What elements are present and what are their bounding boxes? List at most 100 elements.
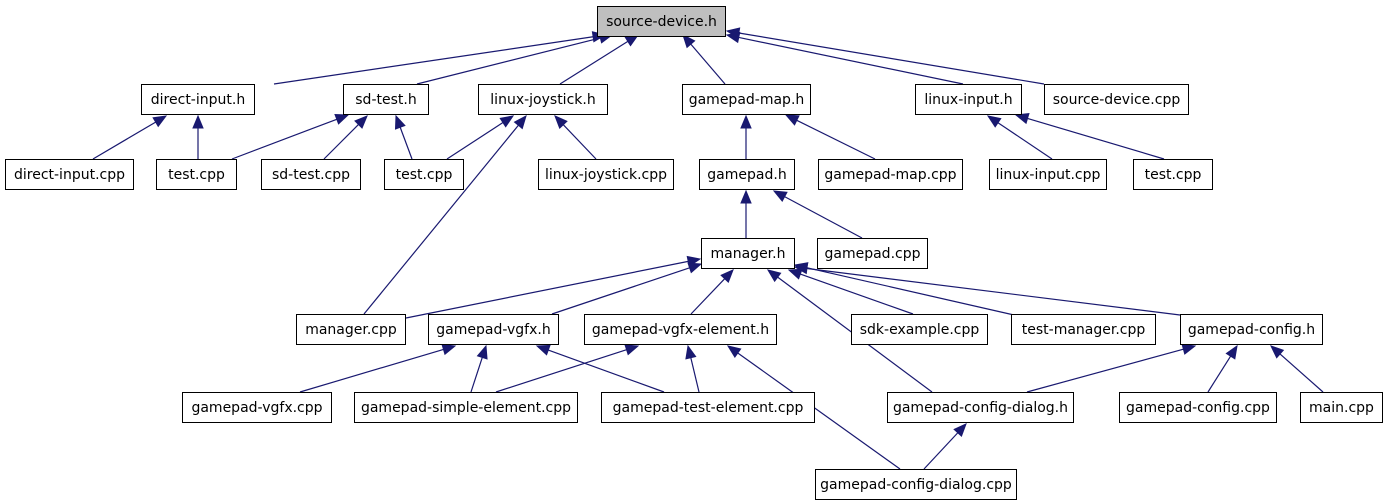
node-direct-input-cpp[interactable]: direct-input.cpp — [5, 159, 134, 190]
node-gamepad-config-dialog-cpp[interactable]: gamepad-config-dialog.cpp — [815, 469, 1017, 500]
edge-arrowhead — [986, 115, 1002, 128]
node-sd-test-cpp[interactable]: sd-test.cpp — [261, 159, 361, 190]
node-test-manager-cpp[interactable]: test-manager.cpp — [1011, 314, 1156, 345]
edge-arrowhead — [1181, 343, 1197, 355]
edge-arrowhead — [1225, 344, 1238, 360]
edge-line — [470, 357, 483, 393]
edge-line — [1207, 355, 1232, 393]
edge-line — [800, 273, 914, 315]
edge-arrowhead — [687, 262, 703, 274]
edge-arrowhead — [535, 344, 551, 356]
node-gamepad-test-element-cpp[interactable]: gamepad-test-element.cpp — [601, 392, 815, 423]
edge-line — [806, 267, 1181, 316]
node-gamepad-vgfx-h[interactable]: gamepad-vgfx.h — [428, 314, 559, 345]
edge-line — [1279, 353, 1324, 393]
edge-gamepad-config-dialog-h-to-gamepad-config-h — [1026, 343, 1197, 393]
edge-main-cpp-to-gamepad-config-h — [1270, 345, 1324, 393]
edge-line — [1027, 117, 1165, 160]
edge-line — [784, 196, 863, 239]
edge-arrowhead — [682, 34, 696, 49]
edge-gamepad-config-dialog-cpp-to-gamepad-vgfx-element-h — [726, 345, 901, 470]
edge-arrowhead — [685, 344, 697, 360]
node-source-device-h[interactable]: source-device.h — [597, 6, 726, 37]
edge-line — [923, 432, 959, 470]
edge-line — [495, 349, 627, 393]
edge-line — [562, 124, 597, 160]
node-gamepad-cpp[interactable]: gamepad.cpp — [817, 238, 928, 269]
edge-arrowhead — [1014, 113, 1030, 125]
edge-line — [737, 352, 901, 470]
edge-line — [416, 37, 601, 85]
node-test-cpp[interactable]: test.cpp — [1133, 159, 1213, 190]
edge-arrowhead — [740, 114, 752, 129]
edge-line — [363, 124, 519, 315]
edge-test-cpp-2-to-sd-test-h — [394, 114, 413, 160]
edge-gamepad-simple-element-cpp-to-gamepad-vgfx-element-h — [495, 344, 640, 393]
edge-line — [405, 260, 689, 319]
node-linux-joystick-cpp[interactable]: linux-joystick.cpp — [538, 159, 674, 190]
node-gamepad-vgfx-cpp[interactable]: gamepad-vgfx.cpp — [182, 392, 332, 423]
node-gamepad-map-cpp[interactable]: gamepad-map.cpp — [818, 159, 963, 190]
edge-gamepad-config-h-to-manager-h — [793, 262, 1181, 316]
edge-arrowhead — [334, 114, 350, 125]
node-gamepad-map-h[interactable]: gamepad-map.h — [682, 84, 811, 115]
edge-arrowhead — [766, 269, 782, 283]
edge-line — [551, 267, 690, 315]
edge-gamepad-vgfx-element-h-to-manager-h — [690, 269, 734, 315]
node-gamepad-vgfx-element-h[interactable]: gamepad-vgfx-element.h — [584, 314, 777, 345]
node-test-cpp[interactable]: test.cpp — [384, 159, 464, 190]
edge-line — [299, 348, 444, 393]
node-linux-input-h[interactable]: linux-input.h — [915, 84, 1022, 115]
edge-line — [997, 122, 1053, 160]
edge-arrowhead — [192, 114, 204, 129]
node-manager-cpp[interactable]: manager.cpp — [296, 314, 406, 345]
edge-direct-input-h-to-source-device-h — [273, 31, 607, 85]
edge-arrowhead — [725, 27, 741, 39]
edge-gamepad-map-cpp-to-gamepad-map-h — [784, 114, 876, 160]
node-gamepad-h[interactable]: gamepad.h — [699, 159, 795, 190]
edge-gamepad-test-element-cpp-to-gamepad-vgfx-element-h — [685, 344, 700, 393]
edge-arrowhead — [354, 115, 368, 129]
node-gamepad-config-dialog-h[interactable]: gamepad-config-dialog.h — [887, 392, 1074, 423]
edge-line — [690, 43, 726, 85]
edge-arrowhead — [476, 344, 488, 360]
node-manager-h[interactable]: manager.h — [701, 238, 795, 269]
edge-linux-input-h-to-source-device-h — [725, 31, 964, 85]
edge-gamepad-config-dialog-cpp-to-gamepad-config-dialog-h — [923, 423, 967, 470]
edge-line — [548, 349, 665, 393]
node-sd-test-h[interactable]: sd-test.h — [343, 84, 429, 115]
edge-line — [273, 36, 594, 85]
edge-line — [796, 119, 876, 160]
node-gamepad-config-cpp[interactable]: gamepad-config.cpp — [1119, 392, 1277, 423]
edge-arrowhead — [441, 344, 457, 356]
edge-arrowhead — [784, 114, 800, 126]
edge-line — [231, 118, 337, 160]
edge-gamepad-map-h-to-source-device-h — [682, 34, 726, 85]
edge-arrowhead — [152, 115, 168, 128]
edge-arrowhead — [624, 344, 640, 356]
node-test-cpp[interactable]: test.cpp — [156, 159, 237, 190]
node-linux-input-cpp[interactable]: linux-input.cpp — [989, 159, 1107, 190]
node-linux-joystick-h[interactable]: linux-joystick.h — [478, 84, 608, 115]
node-source-device-cpp[interactable]: source-device.cpp — [1044, 84, 1189, 115]
edge-line — [323, 124, 359, 160]
edge-linux-input-cpp-to-linux-input-h — [986, 115, 1053, 160]
edge-line — [446, 122, 504, 160]
edge-line — [738, 36, 964, 85]
node-direct-input-h[interactable]: direct-input.h — [141, 84, 255, 115]
edge-arrowhead — [394, 114, 406, 130]
edge-arrowhead — [499, 115, 515, 128]
edge-gamepad-simple-element-cpp-to-gamepad-vgfx-h — [470, 344, 488, 393]
node-main-cpp[interactable]: main.cpp — [1300, 392, 1383, 423]
edge-line — [399, 127, 413, 160]
edge-gamepad-vgfx-h-to-manager-h — [551, 262, 703, 315]
edge-linux-joystick-h-to-source-device-h — [559, 34, 640, 85]
node-gamepad-config-h[interactable]: gamepad-config.h — [1180, 314, 1323, 345]
edge-test-cpp-3-to-linux-input-h — [1014, 113, 1165, 160]
edge-gamepad-vgfx-cpp-to-gamepad-vgfx-h — [299, 344, 457, 393]
node-sdk-example-cpp[interactable]: sdk-example.cpp — [851, 314, 988, 345]
edge-arrowhead — [720, 269, 734, 284]
node-gamepad-simple-element-cpp[interactable]: gamepad-simple-element.cpp — [354, 392, 578, 423]
